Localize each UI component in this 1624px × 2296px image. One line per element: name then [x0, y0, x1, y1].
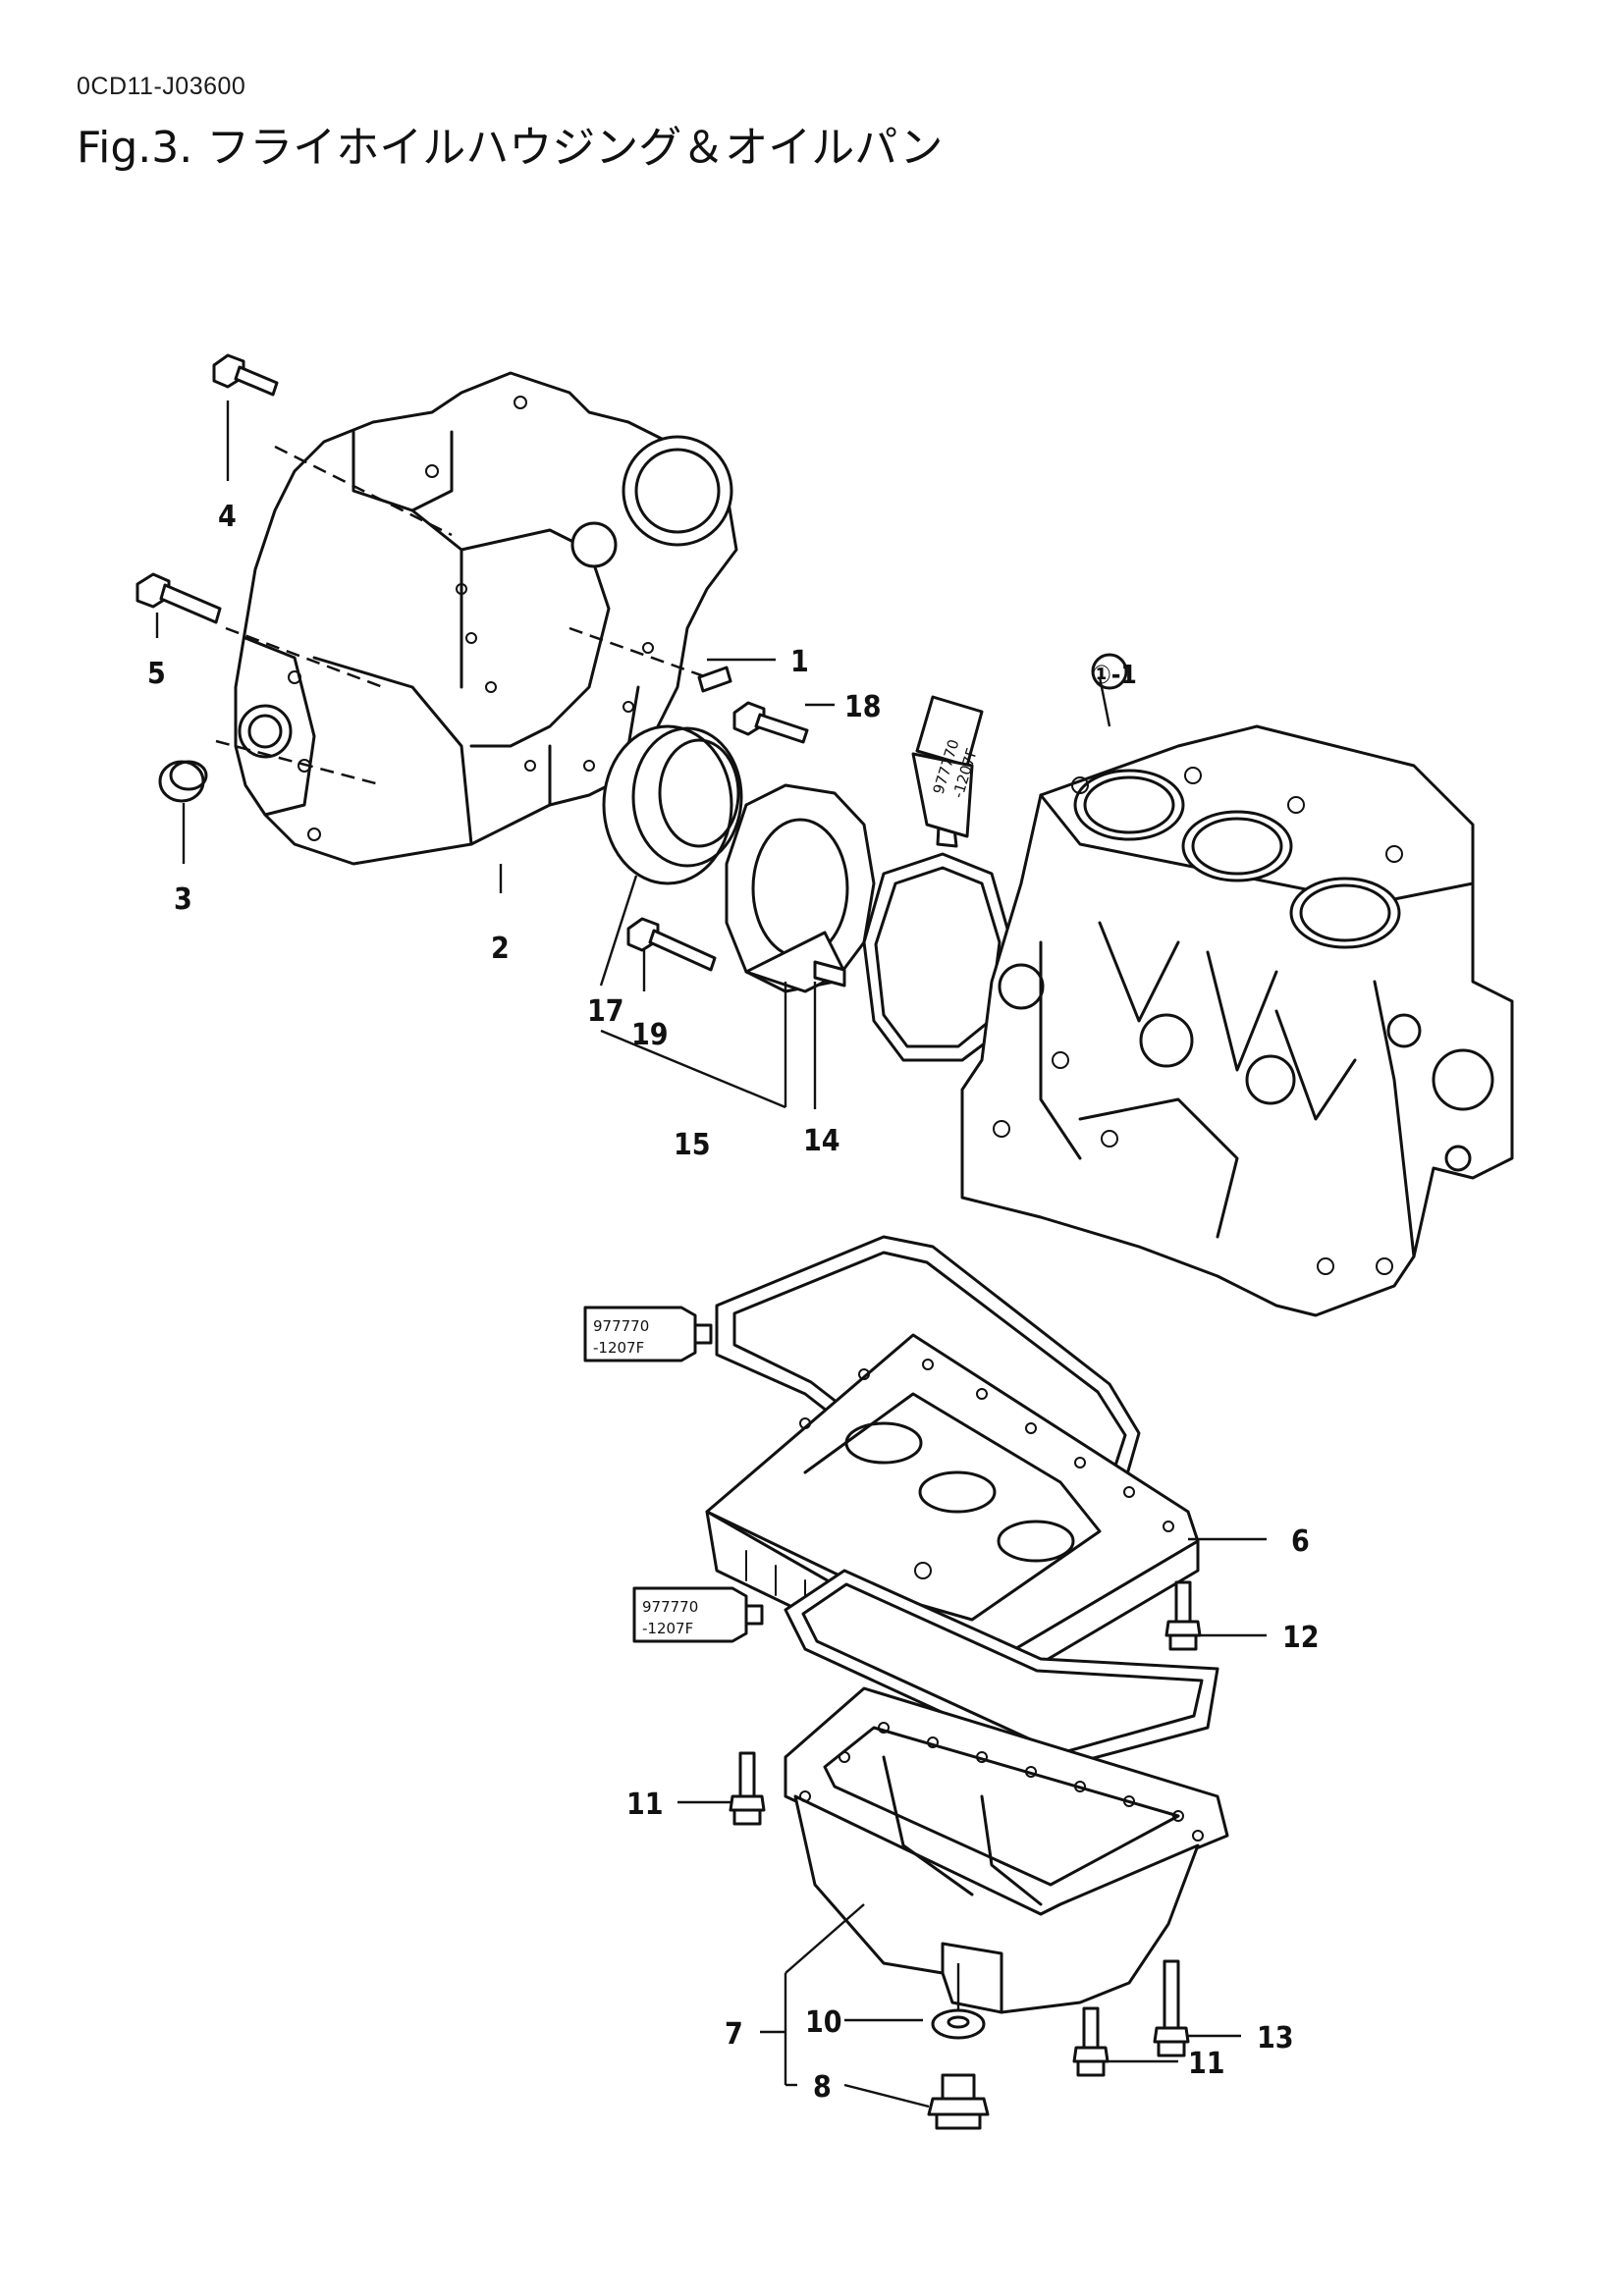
- sealant-tube-b: 977770 -1207F: [583, 1306, 713, 1362]
- bolt-18: [732, 701, 809, 744]
- callout-14: 14: [803, 1124, 840, 1158]
- document-code: 0CD11-J03600: [77, 73, 246, 100]
- sealant-tube-c-text-1: 977770: [642, 1598, 698, 1616]
- callout-17: 17: [587, 994, 624, 1029]
- bolt-11-bottom: [1072, 2006, 1110, 2077]
- oil-pan-7: [784, 1686, 1229, 2014]
- callout-3: 3: [174, 882, 192, 917]
- sealant-tube-c-text-2: -1207F: [642, 1620, 693, 1637]
- callout-8: 8: [813, 2070, 832, 2105]
- callout-10: 10: [805, 2005, 842, 2040]
- sealant-tube-a: 977770 -1207F: [911, 695, 984, 848]
- callout-11-left: 11: [626, 1788, 664, 1822]
- sealant-tube-c: 977770 -1207F: [632, 1586, 764, 1643]
- alignment-lines: [215, 445, 708, 787]
- leader-lines: [155, 400, 1267, 2109]
- callout-circle-1: [1091, 653, 1128, 690]
- bolt-4: [212, 353, 279, 397]
- callout-15: 15: [674, 1128, 711, 1162]
- callout-13: 13: [1257, 2021, 1294, 2056]
- callout-11-bottom: 11: [1188, 2047, 1225, 2081]
- oil-seal-case-14: [725, 783, 876, 993]
- bolt-13: [1153, 1959, 1190, 2057]
- drain-plug-8: [927, 2073, 990, 2130]
- callout-5: 5: [147, 657, 166, 691]
- washer-10: [931, 2008, 986, 2040]
- bolt-19: [626, 917, 717, 972]
- bolt-12: [1164, 1580, 1202, 1651]
- callout-numbers: 1 18 ①-1 4 5 3 2 17 19 15 14 6 12 11 13 …: [147, 500, 1320, 2105]
- callout-7: 7: [725, 2017, 743, 2052]
- bolt-11-left: [729, 1751, 766, 1826]
- oil-seal-17: [602, 724, 743, 885]
- flywheel-housing: [234, 371, 738, 866]
- oil-pan-lower-gasket: [784, 1569, 1219, 1769]
- figure-title: Fig.3. フライホイルハウジング＆オイルパン: [77, 123, 944, 173]
- callout-2: 2: [491, 932, 510, 966]
- sealant-tube-b-text-2: -1207F: [593, 1339, 644, 1357]
- seal-case-gasket: [862, 852, 1013, 1062]
- callout-1: 1: [790, 645, 809, 679]
- callout-circled-1: ①-1: [1092, 661, 1137, 690]
- cylinder-block: [960, 724, 1514, 1317]
- callout-12: 12: [1282, 1621, 1320, 1655]
- callout-6: 6: [1291, 1524, 1310, 1559]
- callout-19: 19: [631, 1018, 669, 1052]
- dowel-pin-1: [697, 666, 732, 693]
- sealant-tube-b-text-1: 977770: [593, 1317, 649, 1335]
- callout-18: 18: [844, 690, 882, 724]
- callout-4: 4: [218, 500, 237, 534]
- bolt-5: [135, 572, 222, 624]
- plug-3: [158, 760, 208, 803]
